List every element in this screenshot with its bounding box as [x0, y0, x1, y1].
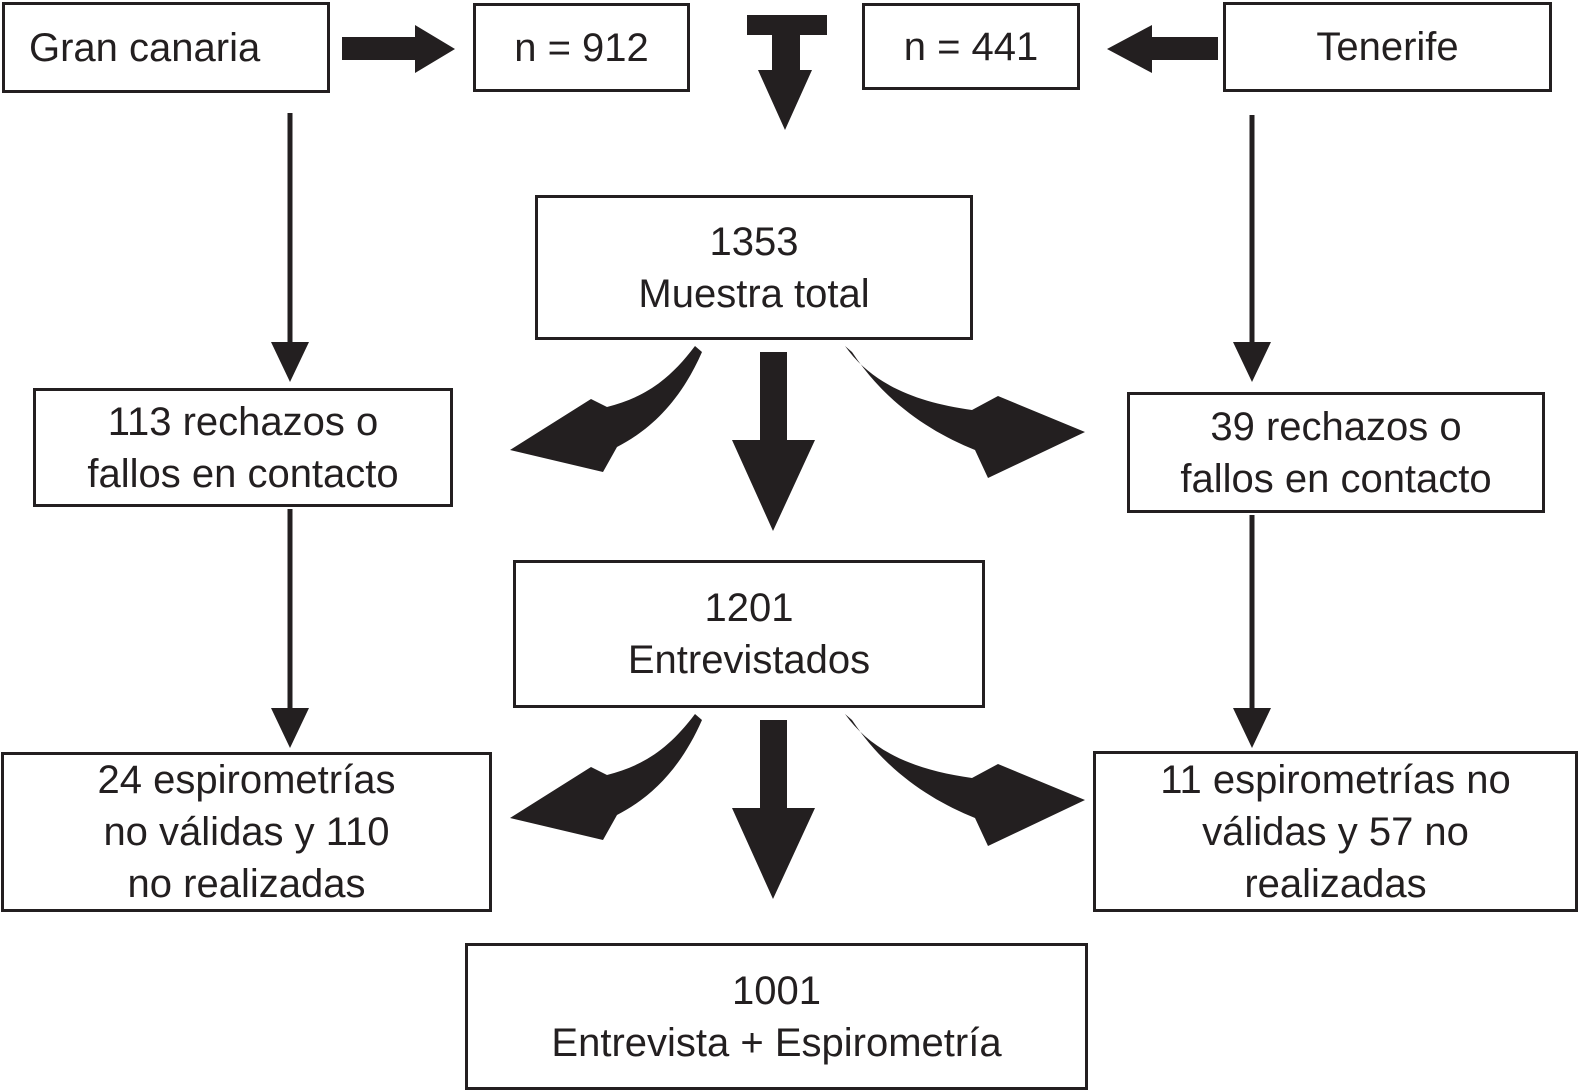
node-espirometrias-izquierda: 24 espirometrías no válidas y 110 no rea… [1, 752, 492, 912]
node-label: 11 espirometrías no [1160, 757, 1511, 802]
block-arrow-right-icon [342, 25, 455, 73]
fan-arrows-top [510, 346, 1085, 531]
node-label: Entrevistados [627, 638, 871, 682]
node-label: realizadas [1244, 861, 1427, 906]
node-label: 39 rechazos o [1210, 404, 1462, 449]
thin-arrow-down-icon [271, 509, 309, 748]
thin-arrow-down-icon [1233, 115, 1271, 382]
node-rechazos-izquierda: 113 rechazos o fallos en contacto [33, 388, 453, 507]
node-value: 1001 [732, 968, 821, 1013]
thin-arrow-down-icon [271, 113, 309, 382]
node-tenerife: Tenerife [1223, 2, 1552, 92]
thin-arrow-down-icon [1233, 515, 1271, 748]
node-label: no realizadas [127, 862, 366, 906]
node-label: válidas y 57 no [1202, 809, 1469, 854]
node-label: Gran canaria [29, 25, 261, 70]
node-rechazos-derecha: 39 rechazos o fallos en contacto [1127, 392, 1545, 513]
block-arrow-left-icon [1107, 25, 1218, 73]
node-label: 113 rechazos o [107, 399, 379, 444]
node-label: Entrevista + Espirometría [551, 1020, 1002, 1065]
node-value: 1201 [704, 586, 794, 630]
node-label: Muestra total [638, 271, 870, 316]
node-n-441: n = 441 [862, 3, 1080, 90]
node-n-912: n = 912 [473, 3, 690, 92]
node-final: 1001 Entrevista + Espirometría [465, 943, 1088, 1090]
node-label: n = 912 [514, 25, 649, 70]
node-label: fallos en contacto [1180, 456, 1492, 501]
node-label: n = 441 [903, 24, 1039, 69]
node-label: Tenerife [1316, 25, 1459, 69]
t-block-arrow-down-icon [747, 15, 827, 130]
node-entrevistados: 1201 Entrevistados [513, 560, 985, 708]
fan-arrows-bottom [510, 714, 1085, 899]
node-label: 24 espirometrías [97, 758, 396, 802]
node-gran-canaria: Gran canaria [2, 2, 330, 93]
node-muestra-total: 1353 Muestra total [535, 195, 973, 340]
node-label: no válidas y 110 [103, 810, 390, 854]
node-label: fallos en contacto [87, 451, 399, 496]
node-value: 1353 [709, 219, 799, 264]
node-espirometrias-derecha: 11 espirometrías no válidas y 57 no real… [1093, 751, 1578, 912]
